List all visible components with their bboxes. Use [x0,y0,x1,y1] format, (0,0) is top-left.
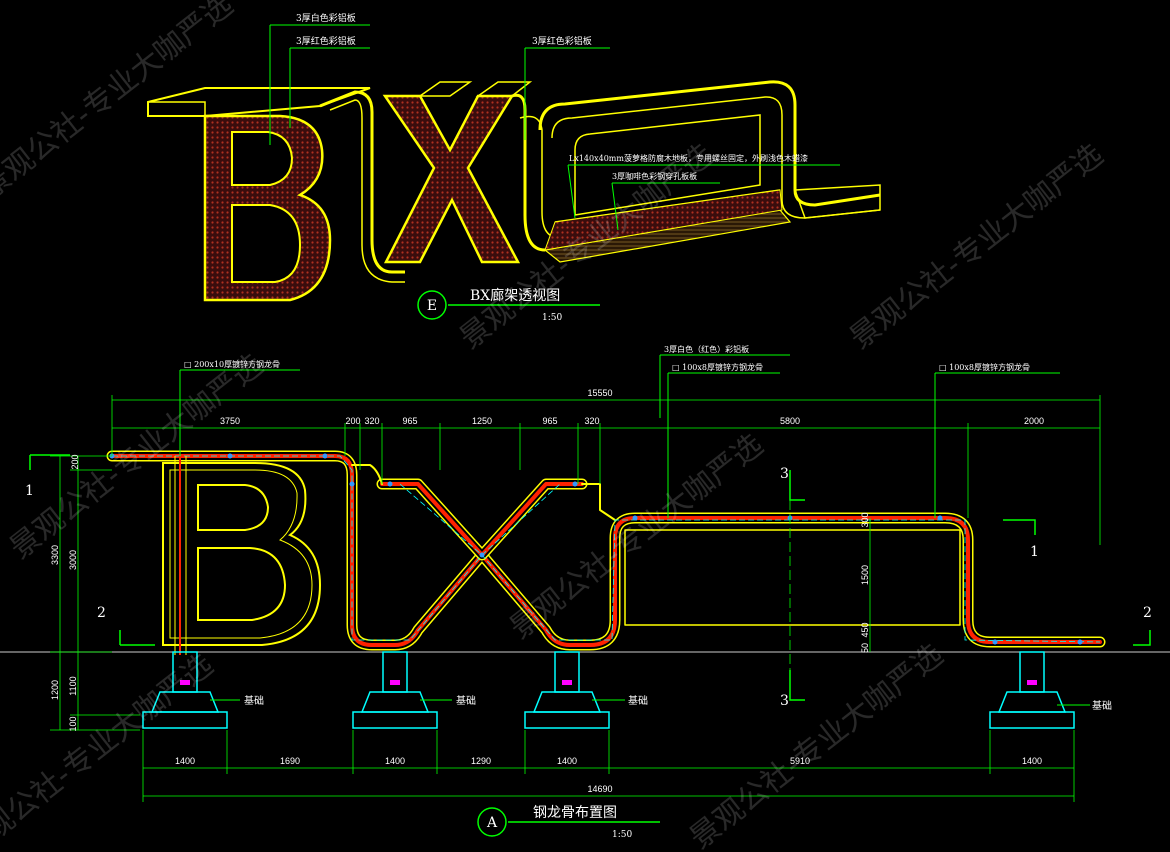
dim-bottom-0: 1400 [175,756,195,766]
watermark-7: 景观公社-专业大咖严选 [843,137,1109,356]
dim-mid-3: 50 [860,643,870,653]
dim-left-5: 100 [68,716,78,731]
dim-bottom-3: 1290 [471,756,491,766]
view-badge-e [417,290,447,320]
dim-bottom-total: 14690 [587,784,612,794]
dim-top-0: 3750 [220,416,240,426]
steel-framing-elevation: 基础 基础 基础 基础 1 1 2 2 3 3 □ 200x10厚镀锌方钢龙骨 [0,344,1170,840]
view-badge-a-text: A [486,815,498,831]
view-badge-e-text: E [427,298,437,314]
dim-top-7: 5800 [780,416,800,426]
section-mark-1-left: 1 [25,483,34,499]
perspective-scale: 1:50 [542,313,562,323]
footing-3 [524,651,610,729]
note-red-panel: 3厚红色彩铝板 [296,35,356,47]
watermark-5: 景观公社-专业大咖严选 [0,647,220,852]
section-mark-2-right: 2 [1143,605,1152,621]
dim-mid-0: 300 [860,512,870,527]
footing-label-2: 基础 [456,694,476,707]
footing-label-1: 基础 [244,694,264,707]
watermark-4: 景观公社-专业大咖严选 [503,427,769,646]
dim-left-0: 200 [70,454,80,469]
dim-top-8: 2000 [1024,416,1044,426]
section-mark-3-bottom: 3 [780,693,789,709]
dim-top-3: 965 [402,416,417,426]
note-wood-floor: Lx140x40mm菠萝格防腐木地板，专用螺丝固定，外刷浅色木蜡漆 [569,153,808,163]
dim-bottom-4: 1400 [557,756,577,766]
band-b-x [319,90,405,274]
view-badge-a [477,807,507,837]
dim-top-6: 320 [584,416,599,426]
dim-left-3: 1100 [68,676,78,695]
section-mark-1-right: 1 [1030,544,1039,560]
footing-label-3: 基础 [628,694,648,707]
footing-label-4: 基础 [1092,699,1112,712]
note-panel: 3厚白色（红色）彩铝板 [664,344,749,354]
dim-mid-1: 1500 [860,565,870,585]
section-mark-2-left: 2 [97,605,106,621]
dim-top-5: 965 [542,416,557,426]
watermark-6: 景观公社-专业大咖严选 [683,637,949,852]
dim-bottom-6: 1400 [1022,756,1042,766]
note-white-panel: 3厚白色彩铝板 [296,12,356,24]
watermark-layer: 景观公社-专业大咖严选 景观公社-专业大咖严选 景观公社-专业大咖严选 景观公社… [0,0,1110,852]
section-mark-3-top: 3 [780,466,789,482]
footing-2 [352,651,438,729]
dim-left-4: 1200 [50,680,60,700]
note-steel-100-b: □ 100x8厚镀锌方钢龙骨 [939,362,1030,372]
dim-top-total: 15550 [587,388,612,398]
plan-title: 钢龙骨布置图 [533,805,617,821]
footing-4 [989,651,1075,729]
dim-top-2: 320 [364,416,379,426]
dim-left-2: 3300 [50,545,60,565]
dim-bottom-2: 1400 [385,756,405,766]
plan-scale: 1:50 [612,830,632,840]
dim-bottom-1: 1690 [280,756,300,766]
note-steel-100-a: □ 100x8厚镀锌方钢龙骨 [672,362,763,372]
note-red-panel-2: 3厚红色彩铝板 [532,35,592,47]
perspective-view: 3厚白色彩铝板 3厚红色彩铝板 3厚红色彩铝板 Lx140x40mm菠萝格防腐木… [147,12,881,323]
note-main-steel: □ 200x10厚镀锌方钢龙骨 [184,359,280,369]
letter-b-outline [162,462,322,646]
letter-b-upper-hole [231,131,294,186]
note-perforated-panel: 3厚咖啡色彩钢穿孔板板 [612,171,697,181]
dim-left-1: 3000 [68,550,78,570]
dim-bottom-5: 5910 [790,756,810,766]
dim-top-4: 1250 [472,416,492,426]
dim-top-1: 200 [345,416,360,426]
perspective-title: BX廊架透视图 [470,287,560,304]
frame-top [538,80,881,207]
footings [142,651,1075,729]
letter-b-lower-hole [231,204,302,283]
inner-frame [624,529,961,626]
letter-x [382,94,521,264]
footing-1 [142,651,228,729]
dim-mid-2: 450 [860,622,870,637]
